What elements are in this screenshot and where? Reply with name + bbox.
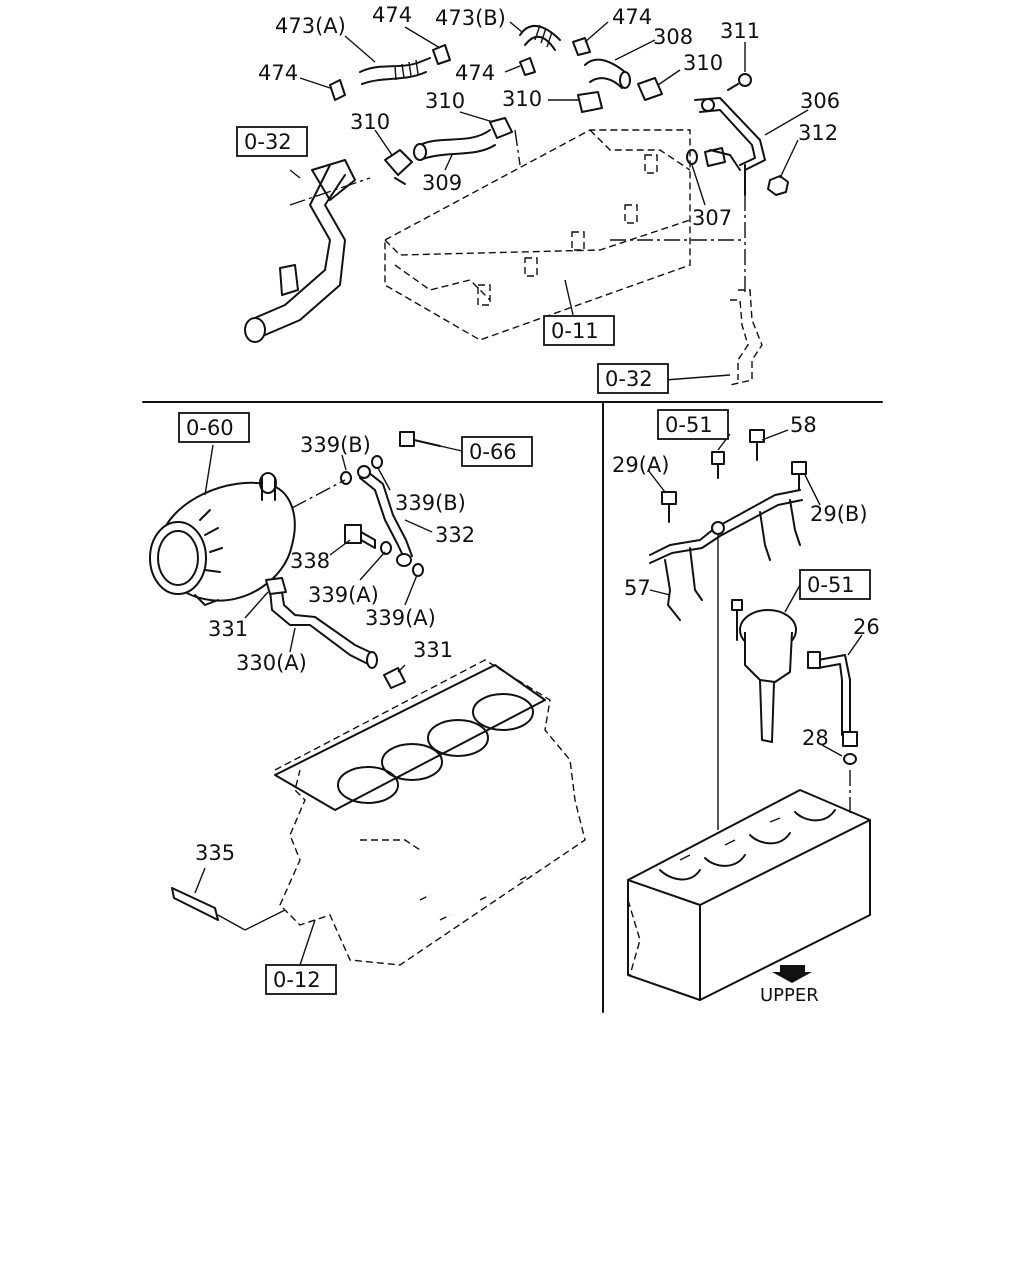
callout-58: 58 — [790, 413, 817, 437]
washer-339a-right — [412, 563, 424, 577]
callout-29a: 29(A) — [612, 453, 669, 477]
water-pipe-left — [244, 159, 371, 343]
leaders-top — [289, 21, 809, 381]
dowel-335 — [171, 887, 286, 931]
callout-307: 307 — [692, 206, 732, 230]
callout-312: 312 — [798, 121, 838, 145]
vacuum-pump — [149, 472, 296, 606]
ref-0-51-mid: 0-51 — [807, 573, 855, 597]
clip-474-c — [519, 57, 536, 76]
bolt-0-66 — [399, 431, 463, 452]
cylinder-head — [384, 129, 746, 341]
callout-57: 57 — [624, 576, 651, 600]
upper-arrow-icon — [772, 965, 812, 983]
callout-339a-left: 339(A) — [308, 583, 379, 607]
bolt-338 — [344, 524, 376, 549]
callout-308: 308 — [653, 25, 693, 49]
callout-310-left: 310 — [350, 110, 390, 134]
clamp-310-left — [384, 149, 413, 185]
ref-0-66: 0-66 — [469, 440, 517, 464]
oil-pipe-26 — [807, 651, 858, 747]
pipe-308 — [584, 58, 631, 89]
clip-474-a — [329, 79, 346, 101]
callout-339b-right: 339(B) — [395, 491, 466, 515]
clip-474-d — [572, 37, 591, 56]
direction-label: UPPER — [760, 985, 819, 1006]
bottom-right-section: UPPER 58 29(A) 29(B) 57 26 28 0-51 0-51 — [612, 409, 880, 1006]
callout-338: 338 — [290, 549, 330, 573]
water-pipe-right — [729, 289, 763, 386]
washer-339b-left — [340, 471, 352, 485]
leaders-bottom-left — [194, 444, 433, 966]
callout-309: 309 — [422, 171, 462, 195]
callout-339a-right: 339(A) — [365, 606, 436, 630]
callout-474-mid: 474 — [455, 61, 495, 85]
clamp-310-right-a — [577, 91, 603, 113]
callout-473a: 473(A) — [275, 14, 346, 38]
callout-311: 311 — [720, 19, 760, 43]
callout-474-left: 474 — [258, 61, 298, 85]
bolt-58 — [749, 429, 765, 461]
bottom-left-section: 339(B) 339(B) 332 338 339(A) 339(A) 331 … — [149, 412, 586, 995]
washer-339b-right — [371, 455, 383, 469]
callout-473b: 473(B) — [435, 6, 506, 30]
callout-335: 335 — [195, 841, 235, 865]
bolt-29a-top — [711, 451, 725, 479]
hose-473b — [519, 24, 561, 51]
clamp-310-right — [637, 77, 663, 101]
callout-339b-top: 339(B) — [300, 433, 371, 457]
leaders-bottom-right — [647, 429, 863, 757]
callout-26: 26 — [853, 615, 880, 639]
oil-pipe-332 — [357, 465, 413, 567]
callout-29b: 29(B) — [810, 502, 868, 526]
callout-474-top: 474 — [372, 3, 412, 27]
oil-jet-pipe-assembly — [649, 489, 803, 830]
callout-28: 28 — [802, 726, 829, 750]
oring-307 — [686, 147, 726, 167]
ref-0-60: 0-60 — [186, 416, 234, 440]
callout-331-left: 331 — [208, 617, 248, 641]
ref-0-11: 0-11 — [551, 319, 599, 343]
washer-28 — [843, 753, 857, 765]
cylinder-block — [274, 659, 586, 966]
hose-473a — [359, 57, 431, 85]
crankcase — [627, 770, 871, 1001]
callout-474-topright: 474 — [612, 5, 652, 29]
bolt-311 — [727, 73, 752, 91]
pipe-306 — [694, 97, 766, 196]
bolt-29b — [791, 461, 807, 491]
ref-0-32-top: 0-32 — [244, 130, 292, 154]
oil-jet-valve — [731, 599, 797, 743]
callout-332: 332 — [435, 523, 475, 547]
hose-309 — [413, 129, 496, 161]
washer-339a-left — [380, 541, 392, 555]
callout-310-right: 310 — [683, 51, 723, 75]
ref-0-12: 0-12 — [273, 968, 321, 992]
callout-310-mid: 310 — [502, 87, 542, 111]
callout-306: 306 — [800, 89, 840, 113]
clamp-310-mid — [489, 117, 513, 139]
bolt-29a — [661, 491, 677, 523]
ref-0-51-top: 0-51 — [665, 413, 713, 437]
hose-330a — [265, 577, 406, 689]
callout-310-midleft: 310 — [425, 89, 465, 113]
callout-331-right: 331 — [413, 638, 453, 662]
callout-330a: 330(A) — [236, 651, 307, 675]
nut-312 — [767, 175, 789, 196]
top-section: 473(A) 474 473(B) 474 308 311 474 474 31… — [236, 3, 840, 394]
clip-474-b — [432, 44, 451, 65]
ref-0-32-bottom: 0-32 — [605, 367, 653, 391]
